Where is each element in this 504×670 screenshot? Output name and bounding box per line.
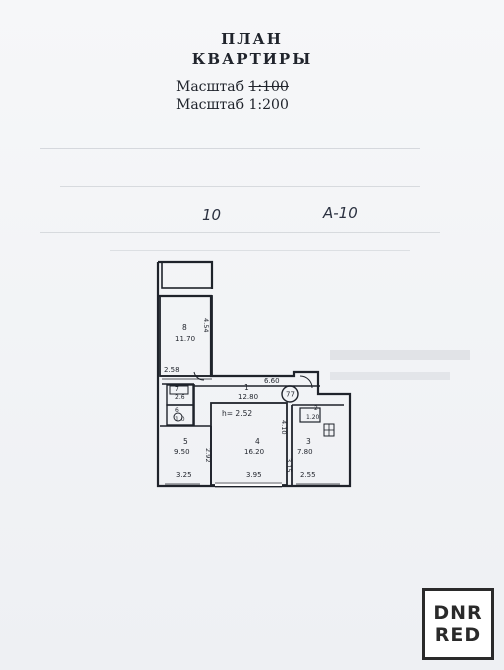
dimension-label: 2.58 — [164, 366, 180, 374]
handwritten-apartment-number: 10 — [202, 206, 222, 224]
scale-line-new: Масштаб 1:200 — [176, 97, 289, 113]
dimension-label: 2.55 — [300, 471, 316, 479]
stamp-number: 77 — [286, 391, 295, 399]
scale-old-value: 1:100 — [248, 79, 289, 95]
sink-fixture — [173, 412, 183, 422]
scale-label: Масштаб — [176, 79, 245, 95]
dimension-label: 3.95 — [246, 471, 262, 479]
balcony — [161, 261, 213, 289]
bath-fixture — [169, 385, 189, 395]
stamp-circle — [281, 385, 299, 403]
document-title-line2: КВАРТИРЫ — [191, 50, 313, 68]
watermark-line1: DNR — [433, 602, 483, 624]
handwritten-code: А-10 — [323, 204, 358, 222]
room-label: 3 — [306, 437, 311, 446]
dimension-label: 4.54 — [202, 318, 210, 332]
document-title-line1: ПЛАН — [221, 30, 283, 48]
room-label: 4 — [255, 437, 260, 446]
room-2-walls — [299, 407, 321, 423]
watermark-line2: RED — [434, 624, 482, 646]
room-label: 1 — [244, 383, 249, 392]
dimension-label: 3.25 — [176, 471, 192, 479]
room-area: 7.80 — [297, 448, 313, 456]
room-area: 9.50 — [174, 448, 190, 456]
scale-label: Масштаб — [176, 97, 245, 113]
room-label: 5 — [183, 437, 188, 446]
room-area: 2.6 — [175, 394, 185, 401]
dimension-label: 6.60 — [264, 377, 280, 385]
room-label: 2 — [314, 405, 318, 412]
room-area: 16.20 — [244, 448, 264, 456]
room-area: 12.80 — [238, 393, 258, 401]
scale-new-value: 1:200 — [248, 97, 289, 113]
door-arc — [299, 375, 313, 389]
room-label: 8 — [182, 323, 187, 332]
door-arc — [193, 371, 205, 381]
dimension-label: 3.15 — [285, 458, 293, 472]
dimension-label: 2.92 — [204, 448, 212, 462]
room-area: 11.70 — [175, 335, 195, 343]
dimension-label: 4.10 — [280, 420, 288, 434]
room-area: 1.0 — [175, 416, 185, 423]
room-label: 6 — [175, 407, 179, 414]
room-area: 1.20 — [306, 414, 320, 421]
room-6-walls — [166, 404, 194, 426]
room-label: 7 — [175, 386, 179, 393]
scale-line-old: Масштаб 1:100 — [176, 79, 289, 95]
dimension-label: h= 2.52 — [222, 409, 252, 418]
dnr-red-watermark: DNR RED — [422, 588, 494, 660]
